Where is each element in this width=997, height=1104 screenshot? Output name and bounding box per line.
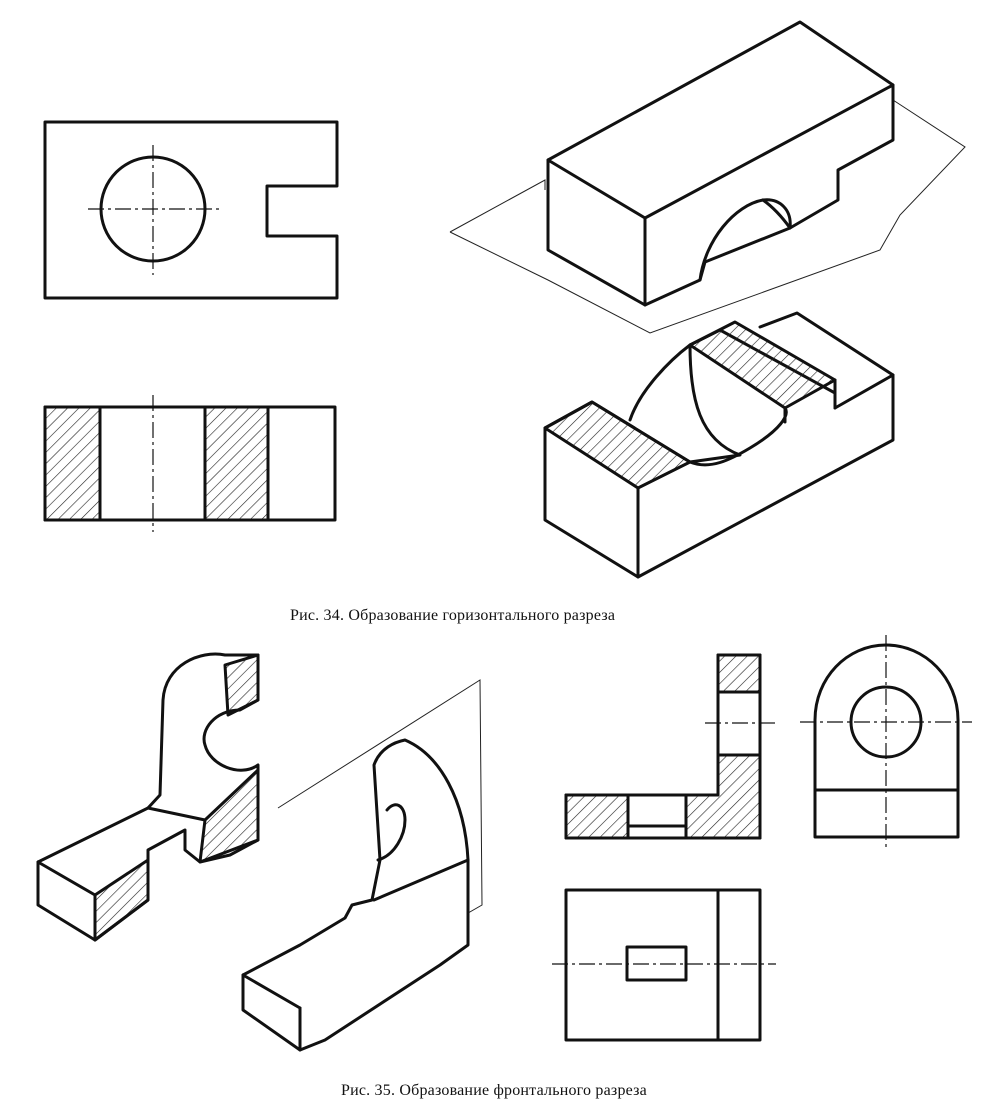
figure-35-caption: Рис. 35. Образование фронтального разрез… (341, 1082, 647, 1099)
fig35-frontal-section (564, 653, 775, 840)
fig34-section-view (43, 395, 337, 532)
fig35-side-view (800, 635, 972, 850)
fig35-top-view (552, 888, 776, 1042)
fig34-top-view (43, 120, 339, 300)
fig34-cutting-plane (449, 99, 966, 334)
fig34-block-iso (546, 20, 895, 307)
fig35-cut-half-iso (36, 652, 260, 942)
fig34-cut-block-iso (543, 311, 895, 579)
fig35-plane-half-iso (241, 679, 483, 1052)
figure-34-caption: Рис. 34. Образование горизонтального раз… (290, 607, 616, 624)
